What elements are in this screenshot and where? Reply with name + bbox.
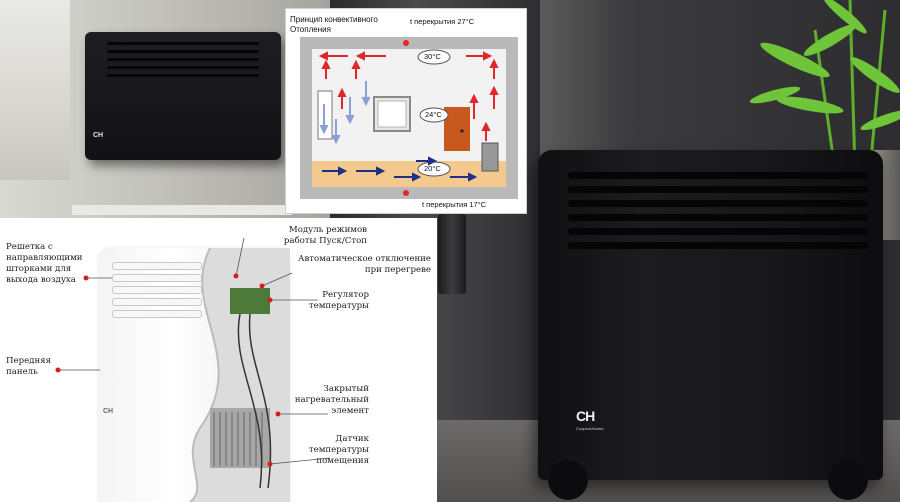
cutaway-interior-icon bbox=[189, 248, 290, 502]
diagram-title-line2: Отопления bbox=[290, 25, 331, 34]
heater-grille-slot bbox=[568, 172, 868, 179]
callout-sensor-line1: Датчик bbox=[335, 434, 369, 444]
callout-regulator-line1: Регулятор bbox=[322, 290, 369, 300]
wall-heater-image: CH bbox=[85, 32, 281, 160]
callout-front-line1: Передняя bbox=[6, 356, 52, 366]
heater-wheel bbox=[828, 460, 868, 500]
wall-heater-logo: CH bbox=[93, 132, 104, 139]
heater-cutaway-diagram: CH Решетка с нап bbox=[0, 218, 437, 502]
temperature-top: 30°С bbox=[424, 52, 441, 61]
brand-logo-subtext: Cooper&Hunter bbox=[576, 426, 604, 431]
convection-diagram: Принцип конвективного Отопления t перекр… bbox=[285, 8, 527, 214]
callout-regulator-line2: температуры bbox=[308, 301, 369, 311]
air-outlet-fin bbox=[112, 298, 202, 306]
callout-module-line1: Модуль режимов bbox=[288, 225, 367, 235]
callout-grille-line4: выхода воздуха bbox=[6, 275, 76, 285]
heater-grille-slot bbox=[568, 186, 868, 193]
callout-heating-line1: Закрытый bbox=[323, 384, 369, 394]
heater-grille-slot bbox=[568, 242, 868, 249]
floor-heater-logo: CH Cooper&Hunter bbox=[576, 408, 616, 442]
cutaway-logo: CH bbox=[103, 408, 114, 415]
callout-sensor-line2: температуры bbox=[308, 445, 369, 455]
callout-grille-line1: Решетка с bbox=[6, 242, 53, 252]
air-outlet-fin bbox=[112, 262, 202, 270]
diagram-title-line1: Принцип конвективного bbox=[290, 15, 378, 24]
floor-heater-image: CH Cooper&Hunter bbox=[538, 150, 883, 500]
air-outlet-fin bbox=[112, 286, 202, 294]
air-outlet-fin bbox=[112, 310, 202, 318]
callout-sensor-line3: помещения bbox=[316, 456, 369, 466]
heater-grille-slot bbox=[107, 50, 259, 53]
callout-overheat-line2: при перегреве bbox=[364, 265, 431, 275]
background-vase bbox=[438, 214, 466, 294]
callout-leader-lines bbox=[55, 237, 331, 467]
callout-grille-line3: шторками для bbox=[6, 264, 72, 274]
callout-overheat-line1: Автоматическое отключение bbox=[297, 254, 431, 264]
heater-grille-slot bbox=[568, 214, 868, 221]
temperature-middle: 24°С bbox=[425, 110, 442, 119]
heater-grille-slot bbox=[107, 66, 259, 69]
ceiling-top-temperature: t перекрытия 27°С bbox=[410, 17, 475, 26]
temperature-bottom: 20°С bbox=[424, 164, 441, 173]
room-airflow-drawing bbox=[300, 37, 518, 199]
brand-logo-text: CH bbox=[576, 408, 595, 424]
heater-wheel bbox=[548, 460, 588, 500]
callout-heating-line2: нагревательный bbox=[294, 395, 369, 405]
heater-grille-slot bbox=[107, 74, 259, 77]
heater-grille-slot bbox=[568, 228, 868, 235]
callout-module-line2: работы Пуск/Стоп bbox=[283, 236, 367, 246]
ceiling-bottom-temperature: t перекрытия 17°С bbox=[422, 200, 487, 209]
callout-grille-line2: направляющими bbox=[6, 253, 83, 263]
background-window bbox=[0, 0, 70, 180]
callout-heating-line3: элемент bbox=[331, 406, 369, 416]
background-shelf bbox=[72, 205, 292, 215]
heater-grille-slot bbox=[568, 200, 868, 207]
heater-grille-slot bbox=[107, 58, 259, 61]
callout-front-line2: панель bbox=[6, 367, 38, 377]
heater-grille-slot bbox=[107, 42, 259, 45]
bamboo-plant-icon bbox=[749, 0, 900, 170]
